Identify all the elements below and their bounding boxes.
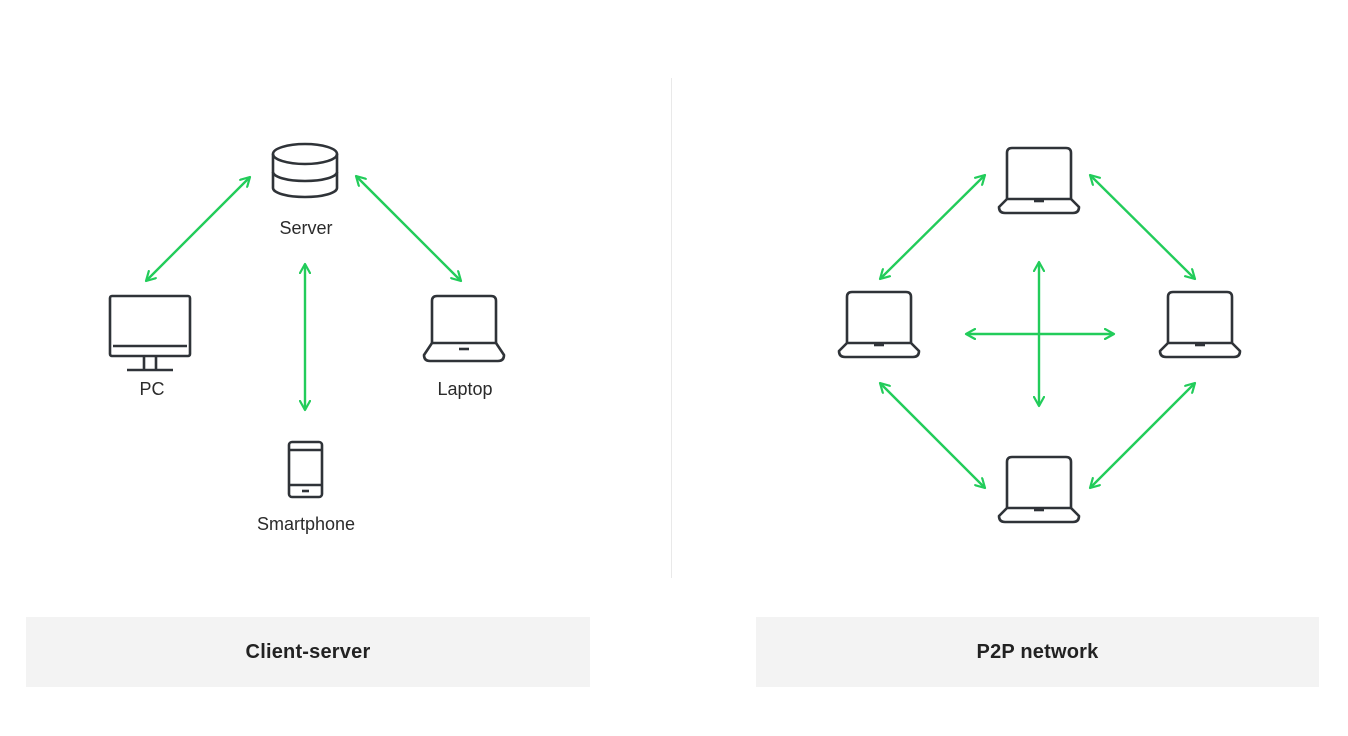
arrow-server-pc <box>146 177 250 281</box>
laptop-icon <box>997 455 1081 524</box>
p2p-caption-box: P2P network <box>756 617 1319 687</box>
smartphone-label: Smartphone <box>256 514 356 534</box>
arrow-bottom-left <box>880 383 985 488</box>
smartphone-icon <box>287 440 324 499</box>
server-label: Server <box>279 218 333 238</box>
laptop-icon <box>837 290 921 359</box>
section-divider <box>671 78 672 578</box>
client-server-caption-box: Client-server <box>26 617 590 687</box>
laptop-label: Laptop <box>437 379 493 399</box>
client-server-caption: Client-server <box>245 640 371 663</box>
arrow-top-right <box>1090 175 1195 279</box>
arrow-bottom-right <box>1090 383 1195 488</box>
pc-label: PC <box>139 379 165 399</box>
laptop-icon <box>422 294 506 363</box>
client-server-diagram <box>108 142 506 499</box>
arrow-top-left <box>880 175 985 279</box>
database-icon <box>271 142 339 199</box>
p2p-diagram <box>837 146 1242 524</box>
p2p-caption: P2P network <box>976 640 1099 663</box>
arrow-server-laptop <box>356 176 461 281</box>
monitor-icon <box>108 294 192 372</box>
laptop-icon <box>997 146 1081 215</box>
laptop-icon <box>1158 290 1242 359</box>
